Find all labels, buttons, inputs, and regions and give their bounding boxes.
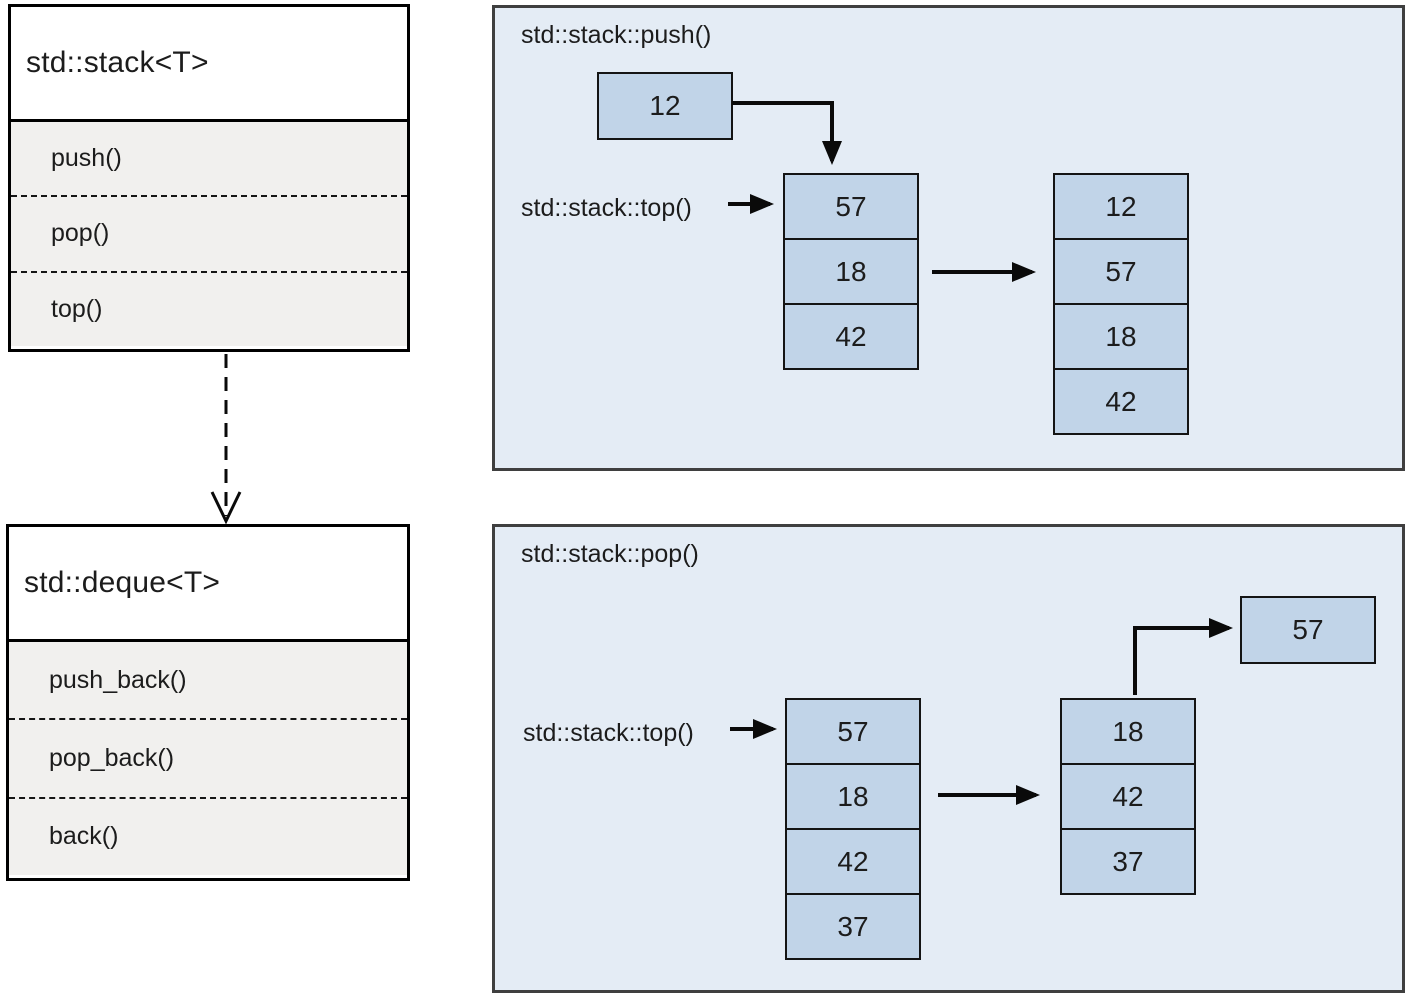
stack-after-pop: 18 42 37	[1060, 698, 1196, 895]
pop-illustration-panel: std::stack::pop() std::stack::top() 57 1…	[492, 524, 1405, 993]
deque-method-push-back: push_back()	[49, 665, 187, 694]
stack-methods-section: push() pop() top()	[11, 119, 407, 346]
push-illustration-panel: std::stack::push() 12 std::stack::top() …	[492, 5, 1405, 471]
stack-class-title: std::stack<T>	[11, 7, 407, 119]
stack-cell: 42	[785, 828, 921, 895]
stack-method-pop: pop()	[11, 195, 407, 270]
deque-class-title: std::deque<T>	[9, 527, 407, 639]
pop-panel-title: std::stack::pop()	[521, 540, 699, 568]
stack-cell: 37	[785, 893, 921, 960]
deque-methods-section: push_back() pop_back() back()	[9, 639, 407, 875]
push-panel-title: std::stack::push()	[521, 21, 712, 49]
stack-cell: 18	[1053, 303, 1189, 370]
stack-cell: 57	[1053, 238, 1189, 305]
stack-cell: 42	[1053, 368, 1189, 435]
stack-cell: 18	[783, 238, 919, 305]
deque-method-back: back()	[9, 796, 407, 875]
pushed-value-box: 12	[597, 72, 733, 140]
stack-class-box: std::stack<T> push() pop() top()	[8, 4, 410, 352]
stack-before-push: 57 18 42	[783, 173, 919, 370]
stack-cell: 57	[783, 173, 919, 240]
stack-cell: 18	[785, 763, 921, 830]
top-pointer-label: std::stack::top()	[521, 194, 692, 222]
stack-cell: 18	[1060, 698, 1196, 765]
pop-panel-arrows	[730, 618, 1233, 805]
stack-cell: 57	[785, 698, 921, 765]
deque-class-box: std::deque<T> push_back() pop_back() bac…	[6, 524, 410, 881]
stack-after-push: 12 57 18 42	[1053, 173, 1189, 435]
popped-value-box: 57	[1240, 596, 1376, 664]
deque-method-pop-back: pop_back()	[9, 718, 407, 796]
stack-cell: 42	[1060, 763, 1196, 830]
top-pointer-label: std::stack::top()	[523, 719, 694, 747]
stack-cell: 42	[783, 303, 919, 370]
stack-cell: 37	[1060, 828, 1196, 895]
stack-before-pop: 57 18 42 37	[785, 698, 921, 960]
stack-method-top: top()	[11, 270, 407, 346]
stack-cell: 12	[1053, 173, 1189, 240]
stack-method-push: push()	[51, 144, 122, 173]
